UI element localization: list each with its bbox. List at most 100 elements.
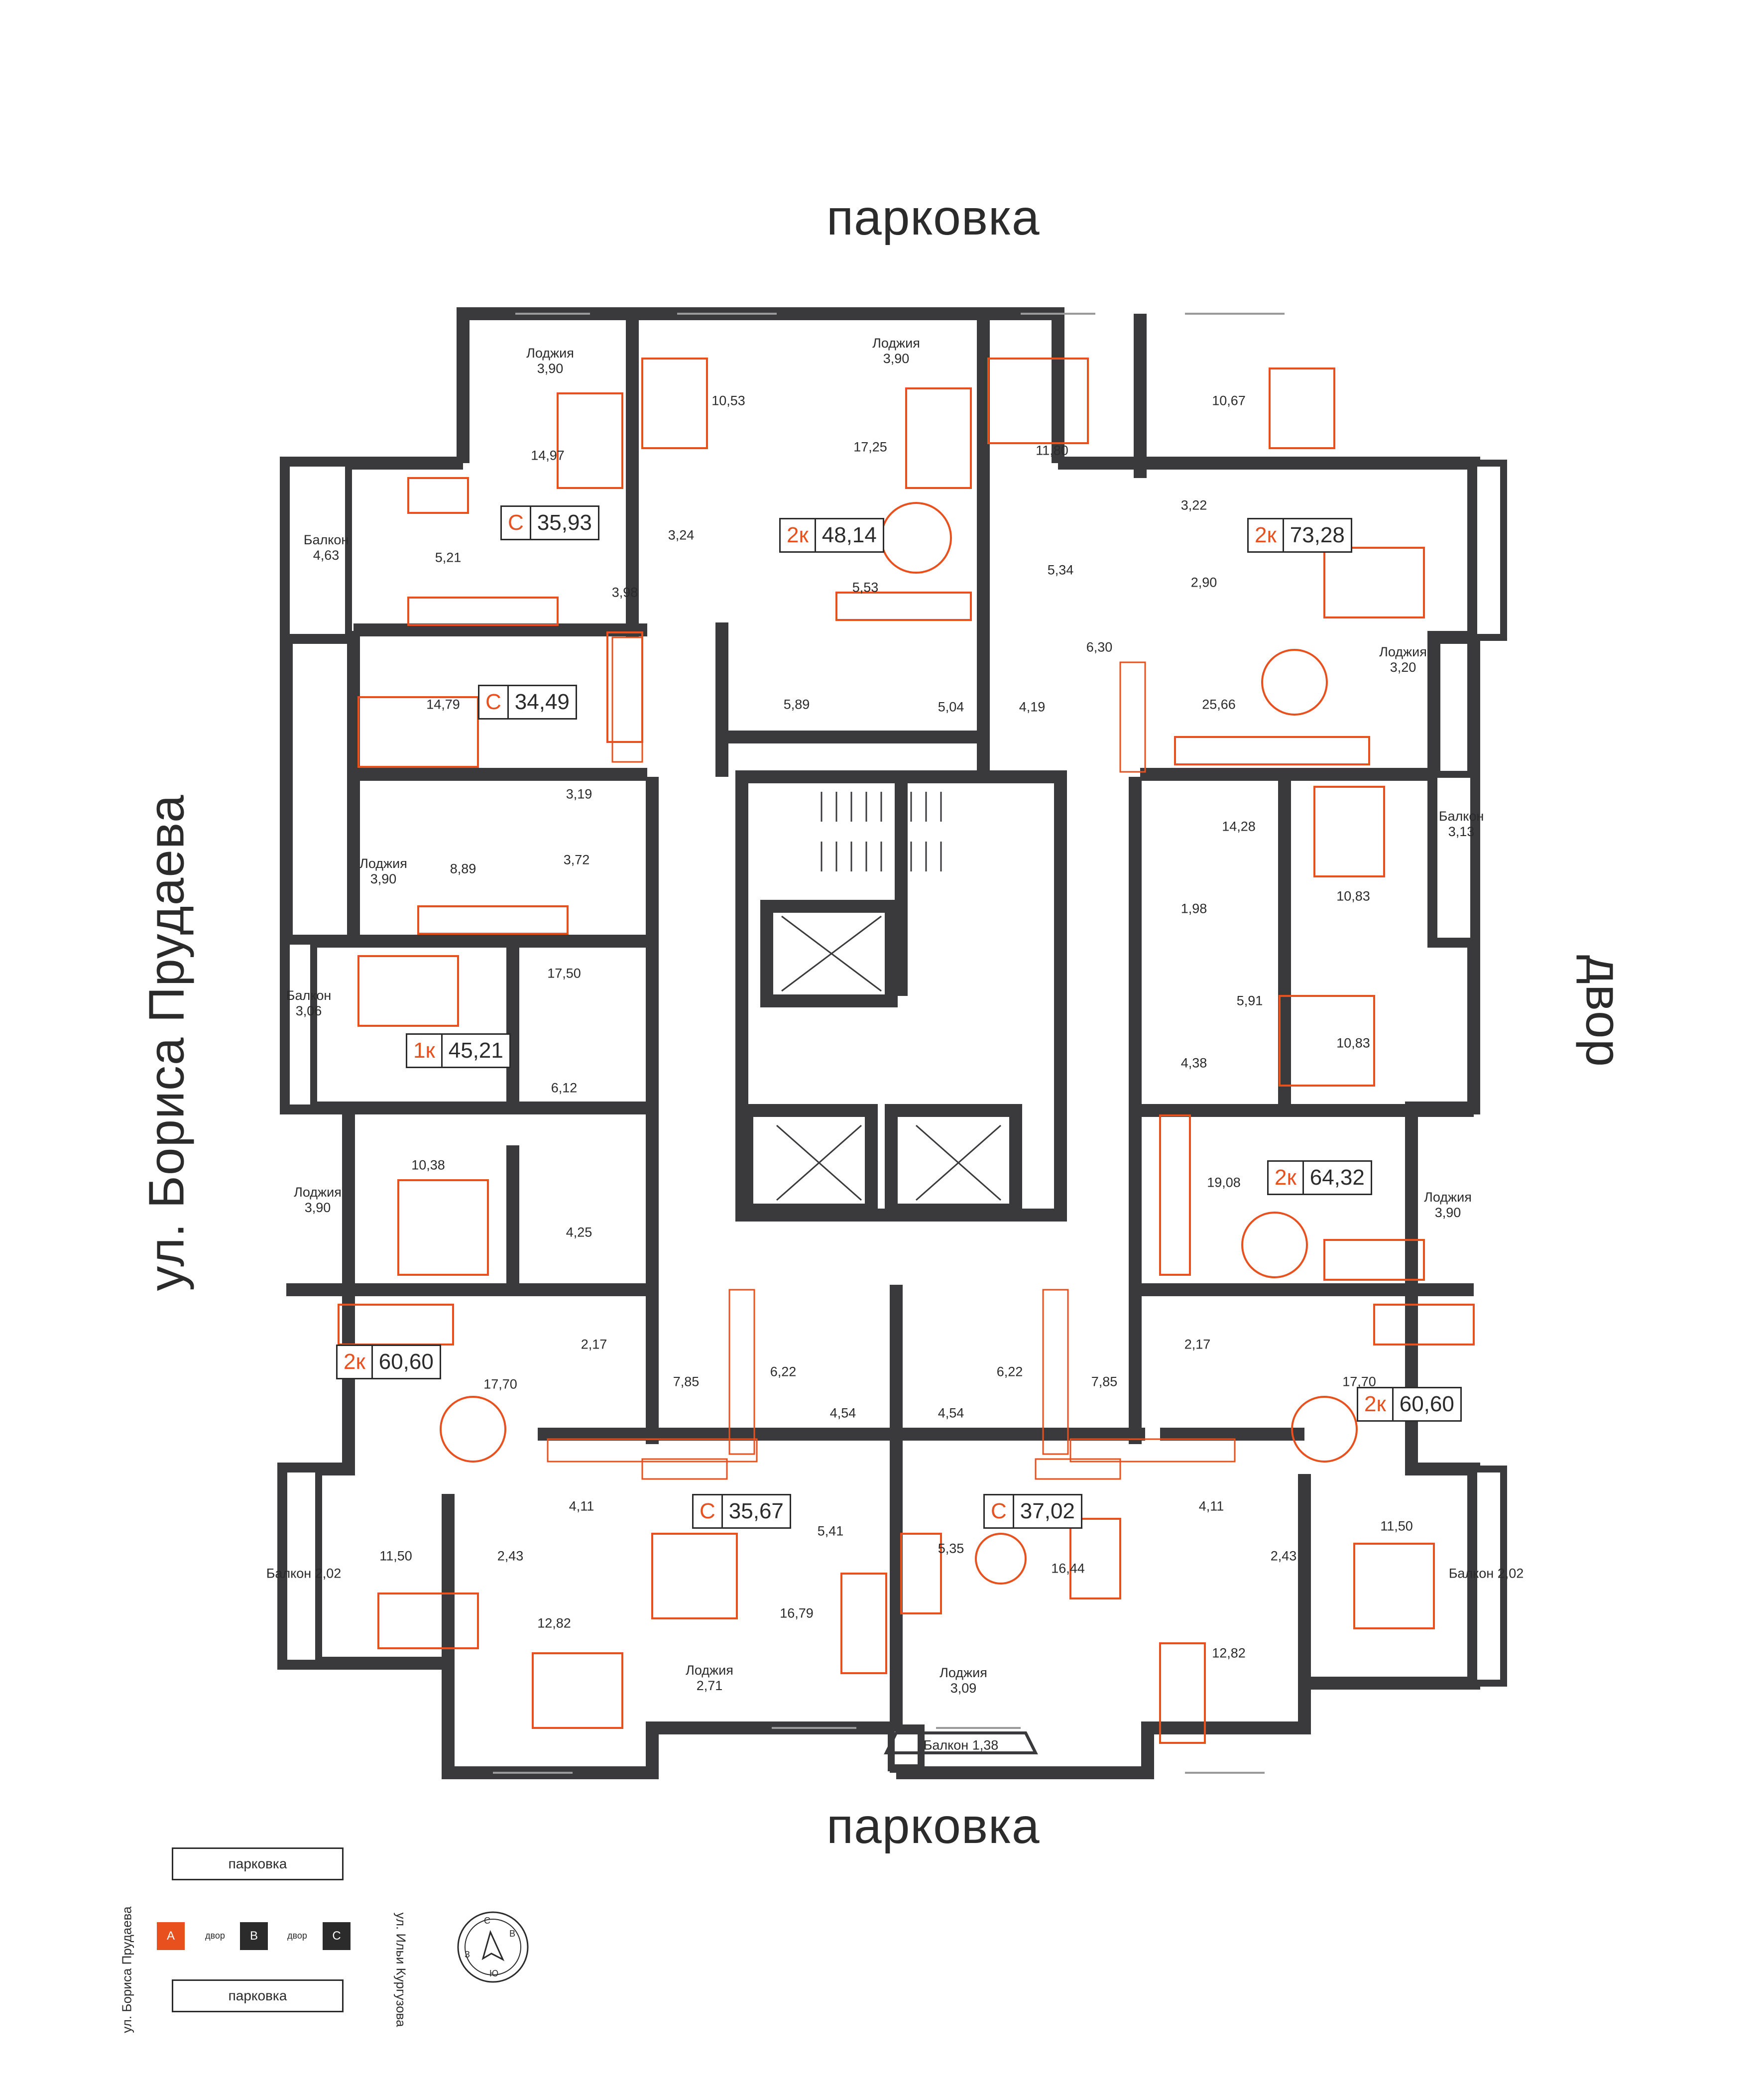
apartment-type: 2к xyxy=(781,519,816,551)
room-label: 10,38 xyxy=(411,1157,445,1173)
room-label: Балкон 2,02 xyxy=(266,1566,342,1581)
room-label: 5,41 xyxy=(817,1523,844,1539)
room-label: 5,35 xyxy=(938,1541,964,1556)
room-label: 12,82 xyxy=(537,1615,571,1631)
compass-icon xyxy=(457,1911,529,1983)
legend-parking-bottom: парковка xyxy=(172,1979,344,2012)
apartment-area: 73,28 xyxy=(1290,523,1345,547)
parking-label-top: парковка xyxy=(826,190,1040,245)
legend-street-right: ул. Ильи Кургузова xyxy=(393,1912,409,2027)
apartment-area: 60,60 xyxy=(378,1349,434,1374)
room-label: 14,79 xyxy=(426,697,460,712)
compass: С В Ю З xyxy=(456,1910,530,1984)
lift-2 xyxy=(885,1104,1022,1217)
compass-e: В xyxy=(509,1929,516,1939)
room-label: 5,04 xyxy=(938,699,964,715)
room-label: 4,11 xyxy=(569,1498,594,1514)
room-label: 2,17 xyxy=(581,1337,607,1352)
room-label: 4,54 xyxy=(829,1405,856,1421)
legend-yard-1: двор xyxy=(205,1931,225,1941)
apartment-type: 2к xyxy=(1249,519,1284,551)
room-label: 17,50 xyxy=(547,966,581,981)
room-label: 6,30 xyxy=(1086,639,1113,655)
apartment-area: 48,14 xyxy=(822,523,877,547)
room-label: 8,89 xyxy=(450,861,476,876)
room-label: 17,25 xyxy=(853,439,887,455)
room-label: 1,98 xyxy=(1180,901,1207,916)
room-label: 16,44 xyxy=(1051,1561,1085,1576)
room-label: 6,22 xyxy=(996,1364,1023,1379)
room-label: 17,70 xyxy=(1342,1374,1376,1389)
lift-3 xyxy=(760,900,898,1007)
room-label: 10,67 xyxy=(1212,393,1246,408)
street-label-left: ул. Бориса Прудаева xyxy=(138,794,195,1291)
room-label: 4,11 xyxy=(1198,1498,1224,1514)
apartment-type: С xyxy=(694,1495,723,1527)
room-label: 2,90 xyxy=(1190,575,1217,590)
compass-n: С xyxy=(484,1916,490,1926)
room-label: 7,85 xyxy=(673,1374,700,1389)
parking-label-bottom: парковка xyxy=(826,1798,1040,1854)
apartment-type: С xyxy=(479,686,509,718)
room-label: 17,70 xyxy=(483,1376,517,1392)
legend-section-b[interactable]: B xyxy=(240,1922,268,1950)
room-label: 4,25 xyxy=(566,1225,592,1240)
legend-street-left: ул. Бориса Прудаева xyxy=(119,1906,134,2033)
room-label: 2,17 xyxy=(1184,1337,1211,1352)
legend-section-a[interactable]: A xyxy=(157,1922,185,1950)
room-label: 2,43 xyxy=(497,1548,524,1564)
legend-yard-2: двор xyxy=(287,1931,307,1941)
room-label: 5,34 xyxy=(1047,562,1074,578)
room-label: 10,83 xyxy=(1336,888,1370,904)
room-label: 19,08 xyxy=(1207,1175,1241,1190)
room-label: 10,53 xyxy=(711,393,745,408)
room-label: 14,97 xyxy=(531,448,565,463)
room-label: 4,54 xyxy=(938,1405,964,1421)
room-label: 11,50 xyxy=(1380,1518,1413,1534)
room-label: Балкон 2,02 xyxy=(1448,1566,1524,1581)
apartment-area: 37,02 xyxy=(1020,1499,1075,1523)
apartment-area: 35,67 xyxy=(728,1499,784,1523)
apartment-type: 1к xyxy=(407,1035,443,1067)
apartment-area: 34,49 xyxy=(514,690,570,714)
room-label: 4,38 xyxy=(1180,1055,1207,1071)
apartment-type: 2к xyxy=(1269,1162,1304,1194)
room-label: 11,80 xyxy=(1036,443,1068,458)
outer-wall-left xyxy=(277,457,903,1779)
room-label: 3,98 xyxy=(611,585,638,600)
apartment-area: 64,32 xyxy=(1309,1165,1365,1190)
apartment-type: С xyxy=(502,507,531,539)
room-label: 6,22 xyxy=(770,1364,797,1379)
room-label: 2,43 xyxy=(1270,1548,1297,1564)
room-label: 3,24 xyxy=(668,527,695,543)
legend-section-c[interactable]: C xyxy=(323,1922,351,1950)
apartment-area: 60,60 xyxy=(1399,1392,1454,1416)
room-label: 11,50 xyxy=(379,1548,412,1564)
room-label: 5,21 xyxy=(435,550,462,565)
compass-s: Ю xyxy=(489,1968,499,1978)
apartment-type: 2к xyxy=(1358,1388,1394,1420)
apartment-area: 45,21 xyxy=(448,1038,503,1063)
room-label: 3,22 xyxy=(1180,497,1207,513)
room-label: 5,53 xyxy=(852,580,879,595)
room-label: 4,19 xyxy=(1019,699,1046,715)
